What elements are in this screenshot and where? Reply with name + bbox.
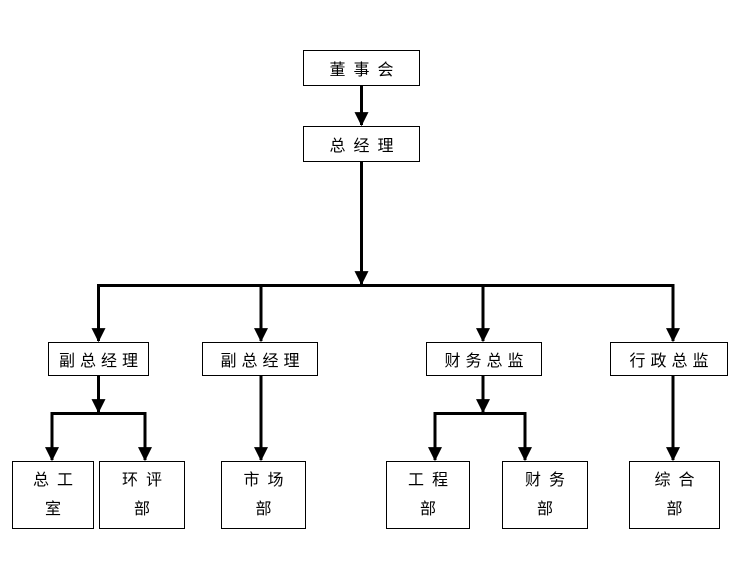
org-node-engineering-dept-line2: 部 bbox=[419, 501, 444, 518]
org-node-general-affairs-dept-line1: 综合 bbox=[654, 472, 703, 489]
org-node-marketing-dept-line2: 部 bbox=[255, 501, 280, 518]
org-node-finance-director: 财务总监 bbox=[426, 342, 542, 376]
org-node-deputy-gm-2-label: 副总经理 bbox=[220, 353, 305, 370]
org-node-finance-dept: 财务 部 bbox=[502, 461, 588, 529]
org-node-admin-director: 行政总监 bbox=[610, 342, 728, 376]
org-node-engineering-dept: 工程 部 bbox=[386, 461, 470, 529]
org-node-admin-director-label: 行政总监 bbox=[629, 353, 714, 370]
org-node-general-affairs-dept: 综合 部 bbox=[629, 461, 720, 529]
org-node-finance-dept-line2: 部 bbox=[536, 501, 561, 518]
org-node-engineering-dept-line1: 工程 bbox=[407, 472, 456, 489]
org-node-env-assessment-dept-line1: 环评 bbox=[121, 472, 170, 489]
org-node-board-label: 董事会 bbox=[329, 62, 402, 79]
org-node-general-manager: 总经理 bbox=[303, 126, 420, 162]
org-node-chief-engineer-office-line2: 室 bbox=[44, 501, 69, 518]
org-node-finance-director-label: 财务总监 bbox=[444, 353, 529, 370]
org-node-deputy-gm-2: 副总经理 bbox=[202, 342, 318, 376]
org-node-env-assessment-dept-line2: 部 bbox=[133, 501, 158, 518]
org-node-finance-dept-line1: 财务 bbox=[524, 472, 573, 489]
org-node-chief-engineer-office: 总工 室 bbox=[12, 461, 94, 529]
org-node-env-assessment-dept: 环评 部 bbox=[99, 461, 185, 529]
org-node-deputy-gm-1: 副总经理 bbox=[48, 342, 149, 376]
org-node-marketing-dept-line1: 市场 bbox=[243, 472, 292, 489]
org-node-chief-engineer-office-line1: 总工 bbox=[32, 472, 81, 489]
org-node-general-affairs-dept-line2: 部 bbox=[666, 501, 691, 518]
org-node-board: 董事会 bbox=[303, 50, 420, 86]
org-node-marketing-dept: 市场 部 bbox=[221, 461, 306, 529]
org-node-general-manager-label: 总经理 bbox=[329, 138, 402, 155]
org-node-deputy-gm-1-label: 副总经理 bbox=[58, 353, 143, 370]
